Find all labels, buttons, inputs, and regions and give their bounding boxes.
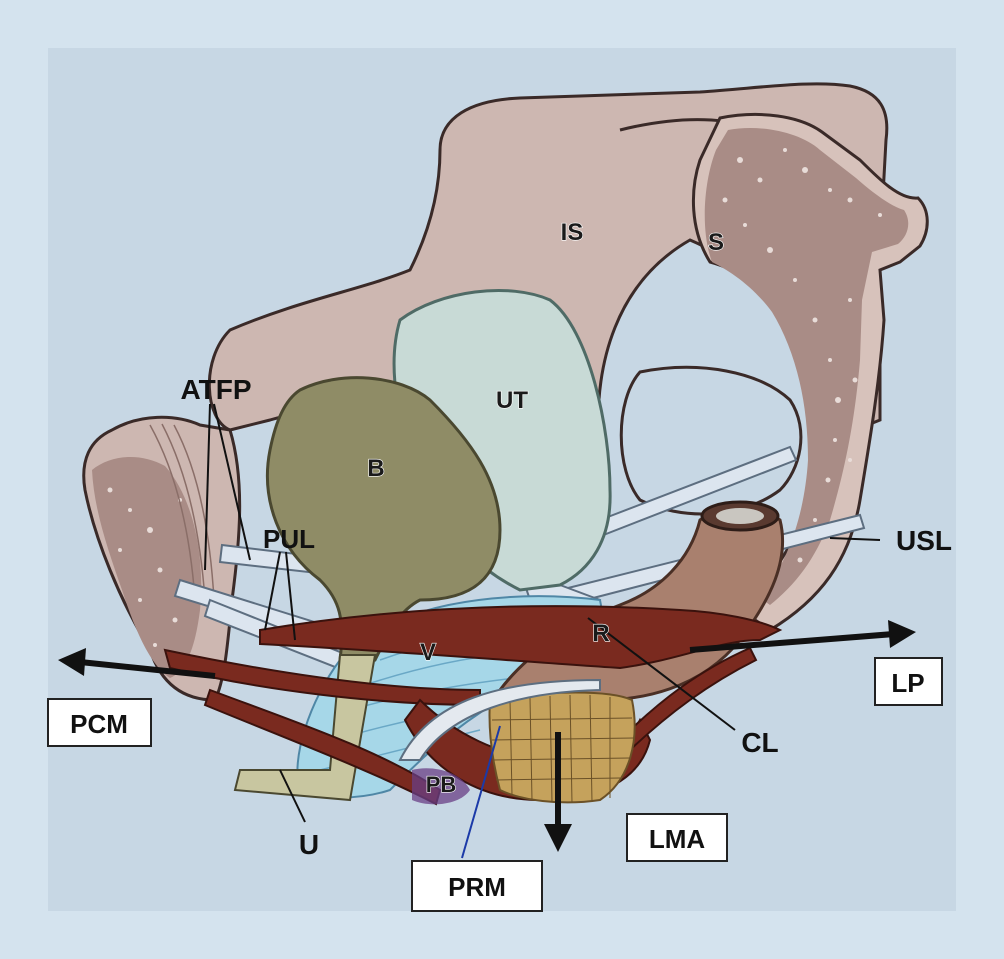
sacrum-speckles bbox=[722, 148, 882, 563]
label-b: B bbox=[367, 455, 384, 482]
u-leader bbox=[279, 769, 306, 823]
bladder bbox=[265, 376, 502, 662]
label-usl: USL bbox=[896, 525, 952, 556]
force-arrows bbox=[58, 620, 916, 852]
rectum-lumen bbox=[716, 508, 764, 524]
label-is: IS bbox=[561, 219, 584, 246]
levator-plate-muscle bbox=[259, 605, 783, 670]
label-v: V bbox=[420, 639, 436, 666]
label-lp: LP bbox=[891, 668, 924, 698]
pcm-arrowhead bbox=[58, 648, 86, 676]
atfp-leader-1 bbox=[204, 403, 211, 571]
perineal-body bbox=[412, 768, 470, 805]
label-s: S bbox=[708, 229, 724, 256]
label-cl: CL bbox=[741, 727, 778, 758]
lp-label-box: LP bbox=[874, 657, 943, 706]
label-prm: PRM bbox=[448, 872, 506, 902]
pubic-bone-marrow bbox=[92, 456, 202, 678]
pul-leader-2 bbox=[285, 551, 296, 641]
label-r: R bbox=[592, 620, 609, 647]
label-pcm: PCM bbox=[70, 709, 128, 739]
label-u: U bbox=[299, 829, 319, 860]
label-lma: LMA bbox=[649, 824, 706, 854]
atfp-leader-2 bbox=[213, 403, 251, 561]
prm-label-box: PRM bbox=[411, 860, 543, 912]
usl-leader bbox=[829, 537, 881, 541]
label-pb: PB bbox=[426, 772, 457, 797]
lp-arrow bbox=[689, 631, 895, 653]
label-atfp: ATFP bbox=[180, 374, 251, 405]
sacrum-marrow bbox=[704, 128, 909, 605]
cl-leader bbox=[587, 617, 736, 731]
lp-muscle-strand bbox=[618, 646, 758, 752]
pcm-arrow bbox=[79, 659, 216, 679]
prm-leader bbox=[461, 725, 501, 859]
lma-arrowhead bbox=[544, 824, 572, 852]
label-ut: UT bbox=[496, 387, 528, 414]
leader-lines bbox=[204, 403, 881, 823]
pubic-striations bbox=[149, 423, 215, 601]
pcm-label-box: PCM bbox=[47, 698, 152, 747]
lp-arrowhead bbox=[888, 620, 916, 648]
obturator-foramen bbox=[619, 365, 803, 516]
pul-leader-1 bbox=[264, 551, 281, 631]
label-pul: PUL bbox=[263, 524, 315, 554]
lma-label-box: LMA bbox=[626, 813, 728, 862]
perineal-membrane bbox=[398, 678, 601, 761]
